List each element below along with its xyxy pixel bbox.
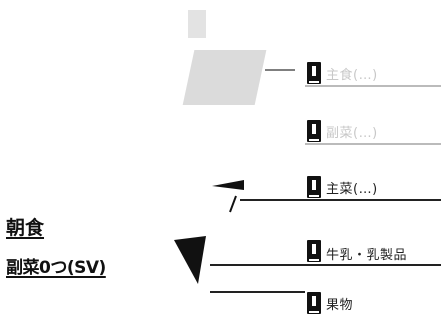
group-underline bbox=[305, 85, 441, 87]
milk-fruit-shape bbox=[174, 236, 206, 284]
group-label: 副菜(…) bbox=[326, 126, 378, 141]
meal-title: 朝食 bbox=[6, 217, 45, 239]
group-label: 果物 bbox=[326, 298, 354, 313]
group-underline bbox=[305, 199, 441, 201]
serving-count-badge-icon bbox=[307, 120, 321, 142]
group-label: 主菜(…) bbox=[326, 182, 378, 197]
serving-count-badge-icon bbox=[307, 62, 321, 84]
serving-count-badge-icon bbox=[307, 176, 321, 198]
group-label: 主食(…) bbox=[326, 68, 378, 83]
grain-shading bbox=[182, 10, 267, 105]
group-row-main-dish: 主菜(…) bbox=[0, 172, 441, 202]
serving-count-badge-icon bbox=[307, 240, 321, 262]
group-underline bbox=[305, 264, 441, 266]
serving-count-badge-icon bbox=[307, 292, 321, 314]
group-label: 牛乳・乳製品 bbox=[326, 248, 408, 263]
group-row-staple: 主食(…) bbox=[0, 58, 441, 88]
group-row-fruit: 果物 bbox=[0, 290, 441, 320]
main-dish-shape bbox=[212, 180, 244, 190]
group-row-dairy: 牛乳・乳製品 bbox=[0, 236, 441, 266]
group-row-side-dish: 副菜(…) bbox=[0, 116, 441, 146]
meal-subtitle: 副菜0つ(SV) bbox=[6, 258, 106, 278]
group-underline bbox=[305, 143, 441, 145]
